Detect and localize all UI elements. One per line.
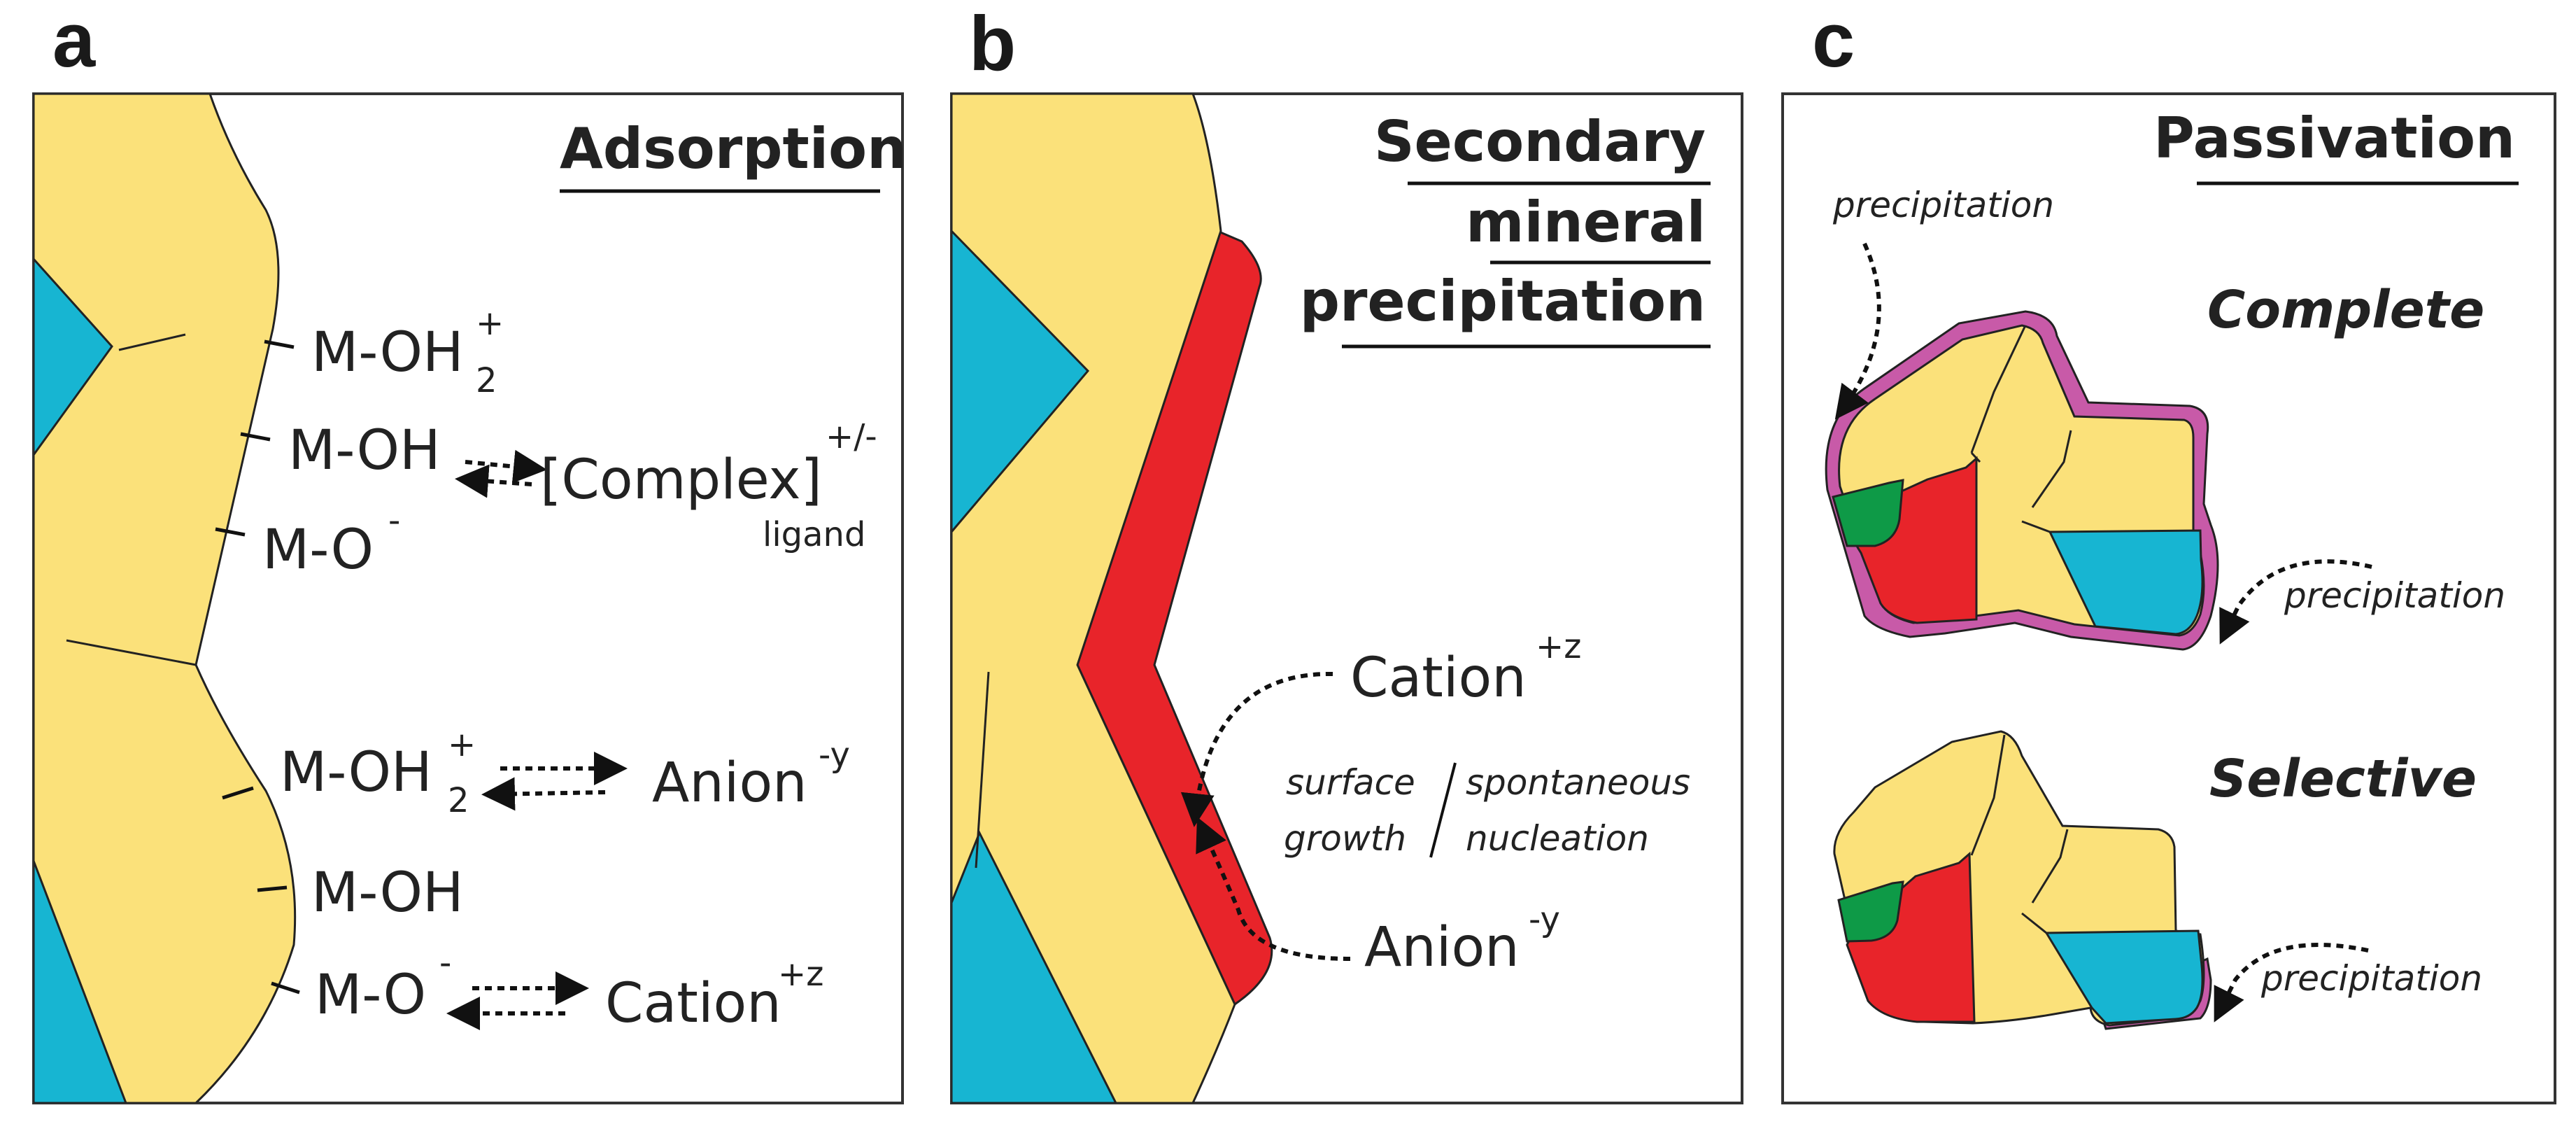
precipitation-arrow — [1180, 671, 1333, 827]
surface-site-tick — [215, 527, 246, 537]
surface-site-tick — [264, 339, 295, 349]
panel-letter-a: a — [52, 0, 96, 83]
precipitation-arrow — [1196, 817, 1351, 961]
panel-b-title-line2: mineral — [1466, 190, 1706, 255]
panel-letter-c: c — [1812, 0, 1855, 83]
label-growth: growth — [1284, 818, 1406, 859]
grain-boundary — [2021, 520, 2051, 533]
label-sup: - — [388, 501, 400, 540]
label-precipitation: precipitation — [2284, 575, 2505, 616]
precipitation-arrow — [1834, 242, 1881, 420]
label-sup: + — [448, 725, 476, 764]
particle-selective — [1833, 730, 2212, 1030]
grain-boundary — [118, 333, 186, 351]
secondary-precipitate-layer — [1076, 229, 1273, 1006]
label-cation: Cation — [605, 972, 781, 1035]
surface-site-tick — [222, 786, 254, 800]
particle-complete — [1825, 310, 2219, 651]
surface-site-tick — [271, 981, 300, 995]
label-m-o-minus: M-O — [315, 964, 426, 1027]
panel-letter-b: b — [969, 1, 1016, 87]
grain-boundary — [2031, 829, 2069, 904]
label-precipitation: precipitation — [2260, 958, 2482, 999]
label-m-o-minus: M-O — [262, 519, 374, 582]
grain-boundary — [1970, 451, 1981, 463]
label-complex: [Complex] — [540, 449, 822, 512]
grain-green — [1832, 479, 1904, 547]
grain-cyan — [2044, 929, 2204, 1025]
surface-site-tick — [257, 885, 288, 892]
label-ligand: ligand — [763, 515, 865, 554]
label-sup: + — [476, 304, 504, 343]
label-sup: +/- — [826, 417, 877, 456]
label-m-oh: M-OH — [288, 419, 441, 482]
label-m-oh: M-OH — [311, 862, 464, 925]
label-sub: 2 — [448, 781, 469, 820]
label-nucleation: nucleation — [1466, 818, 1649, 859]
grain-boundary — [1970, 325, 2027, 454]
label-sup: -y — [1529, 900, 1560, 939]
label-sup: -y — [819, 736, 850, 775]
panel-a: a Adsorption M-OH + 2 M-OH [Complex] +/-… — [32, 0, 907, 1104]
label-cation: Cation — [1350, 647, 1527, 710]
label-selective: Selective — [2209, 749, 2477, 809]
panel-a-title: Adsorption — [560, 116, 907, 181]
surface-site-tick — [240, 432, 271, 442]
label-precipitation: precipitation — [1832, 185, 2054, 225]
grain-boundary — [2031, 430, 2072, 508]
label-anion: Anion — [652, 752, 807, 815]
panel-b-title-line1: Secondary — [1374, 109, 1706, 174]
mineral-inclusion-lower — [34, 860, 127, 1103]
label-complete: Complete — [2207, 280, 2484, 340]
panel-c-title: Passivation — [2153, 106, 2515, 171]
label-sup: +z — [778, 955, 823, 994]
exchange-arrow — [481, 777, 606, 811]
grain-boundary — [2021, 912, 2047, 934]
panel-b-title-line3: precipitation — [1300, 269, 1706, 334]
grain-green — [1837, 880, 1904, 943]
grain-boundary — [66, 639, 197, 666]
label-sup: +z — [1536, 627, 1581, 666]
label-m-oh2-plus: M-OH — [280, 741, 432, 804]
label-spontaneous: spontaneous — [1466, 762, 1690, 803]
label-sub: 2 — [476, 361, 497, 400]
panel-c: c Passivation Complete Selective precipi… — [1781, 0, 2556, 1104]
mineral-inclusion-upper — [951, 229, 1090, 534]
label-m-oh2-plus: M-OH — [311, 321, 464, 384]
mineral-inclusion-lower — [951, 830, 1117, 1103]
grain-cyan — [2048, 529, 2204, 635]
mineral-inclusion-upper — [34, 257, 113, 457]
grain-boundary — [975, 671, 990, 869]
label-anion: Anion — [1364, 916, 1520, 979]
panel-b: b Secondary mineral precipitation Cation… — [950, 1, 1743, 1104]
exchange-arrow — [455, 464, 532, 498]
label-surface: surface — [1286, 762, 1415, 803]
grain-boundary — [1970, 734, 2006, 856]
label-sup: - — [439, 943, 451, 983]
divider-slash — [1429, 762, 1457, 858]
